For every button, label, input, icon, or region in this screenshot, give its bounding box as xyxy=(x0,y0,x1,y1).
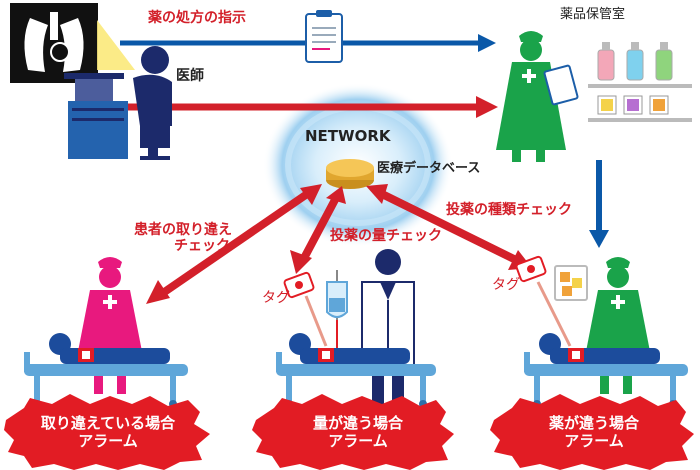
doctor-figure xyxy=(133,46,172,160)
medicine-shelf-icon xyxy=(588,42,692,122)
database-icon xyxy=(326,159,374,189)
pharmacy-storage-label: 薬品保管室 xyxy=(560,7,626,22)
dose-check-arrow xyxy=(290,186,346,274)
alarm-dose-mismatch: 量が違う場合 アラーム xyxy=(272,414,444,450)
doctor-to-pharmacy-arrow xyxy=(120,96,498,118)
pharmacy-to-nurse-arrow xyxy=(589,160,609,248)
tag-label-left: タグ xyxy=(262,290,290,306)
type-check-label: 投薬の種類チェック xyxy=(446,202,572,218)
network-label: NETWORK xyxy=(305,127,391,145)
patient-check-line1: 患者の取り違え xyxy=(134,222,232,238)
medicine-box-icon xyxy=(554,265,588,301)
computer-icon xyxy=(64,73,128,159)
alarm-line2: アラーム xyxy=(78,432,138,450)
alarm-patient-mismatch: 取り違えている場合 アラーム xyxy=(22,414,194,450)
tag-label-right: タグ xyxy=(492,277,520,293)
dose-check-label: 投薬の量チェック xyxy=(330,228,442,244)
rfid-tag-icon xyxy=(515,255,572,347)
alarm-line2: アラーム xyxy=(328,432,388,450)
patient-check-arrow xyxy=(146,184,322,304)
pharmacy-nurse xyxy=(496,31,579,162)
prescription-arrow xyxy=(120,34,496,52)
alarm-line1: 取り違えている場合 xyxy=(40,414,176,432)
alarm-burst-shape xyxy=(490,394,694,470)
doctor-label: 医師 xyxy=(176,68,204,84)
prescription-instruction-label: 薬の処方の指示 xyxy=(148,10,246,26)
alarm-drug-mismatch: 薬が違う場合 アラーム xyxy=(508,414,680,450)
alarm-burst-shape xyxy=(4,394,210,470)
iv-drip-icon xyxy=(326,270,348,372)
center-doctor xyxy=(361,249,415,410)
alarm-line2: アラーム xyxy=(564,432,624,450)
alarm-line1: 量が違う場合 xyxy=(312,414,403,432)
bed-left xyxy=(24,333,188,408)
clipboard-icon xyxy=(305,10,343,63)
medical-database-label: 医療データベース xyxy=(377,161,481,176)
rfid-tag-icon xyxy=(283,271,328,347)
alarm-line1: 薬が違う場合 xyxy=(548,414,639,432)
patient-check-label: 患者の取り違え チェック xyxy=(134,222,232,254)
alarm-burst-shape xyxy=(252,394,454,470)
xray-icon xyxy=(10,3,98,83)
patient-check-line2: チェック xyxy=(174,238,230,255)
